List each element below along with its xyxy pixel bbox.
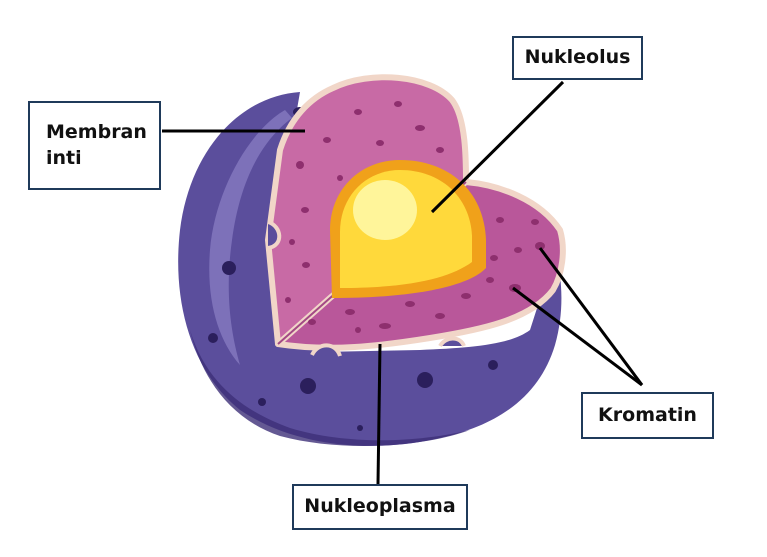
label-membran-inti-line2: inti: [46, 146, 82, 169]
label-membran-inti: Membran inti: [28, 101, 161, 190]
pointer-nukleolus: [430, 80, 565, 214]
pointer-kromatin-b: [512, 286, 643, 387]
label-nukleolus: Nukleolus: [512, 36, 643, 80]
pointer-lines: [162, 80, 644, 485]
label-nukleoplasma: Nukleoplasma: [292, 484, 468, 530]
label-kromatin: Kromatin: [581, 392, 714, 439]
nucleolus: [330, 160, 486, 298]
pointer-nukleoplasma: [376, 343, 382, 485]
pointer-kromatin-a: [538, 247, 644, 386]
label-membran-inti-line1: Membran: [46, 120, 147, 143]
